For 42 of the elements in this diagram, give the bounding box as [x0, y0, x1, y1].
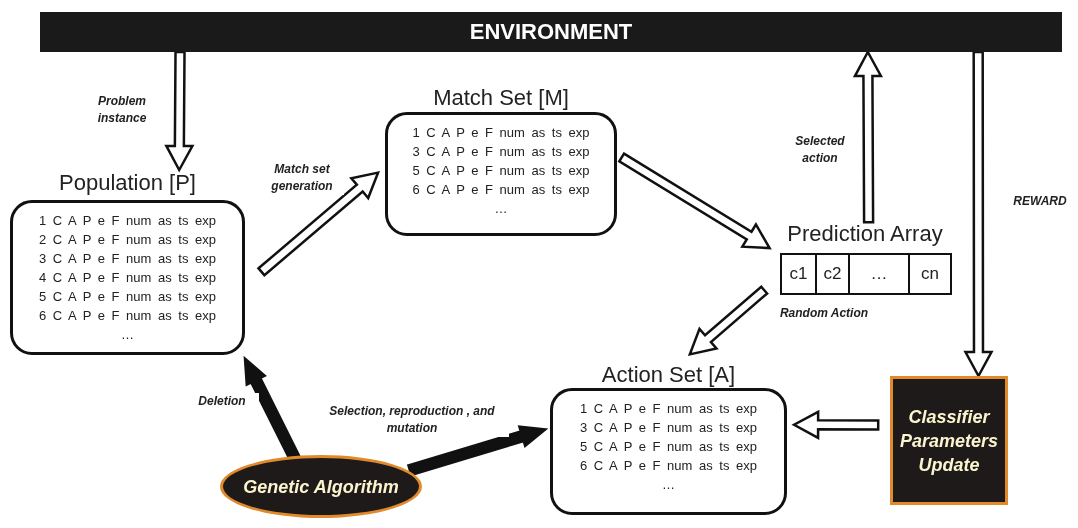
block-arrow	[963, 50, 994, 379]
table-row-text: 3 C A P e F num as ts exp	[579, 419, 758, 437]
table-row-text: 5 C A P e F num as ts exp	[579, 438, 758, 456]
table-row-text: 5 C A P e F num as ts exp	[412, 162, 590, 180]
array-cell	[815, 253, 850, 295]
cell-text: c2	[823, 264, 842, 284]
bar-title: ENVIRONMENT	[469, 19, 633, 45]
table-row-text: 6 C A P e F num as ts exp	[412, 181, 590, 199]
table-row-text: 3 C A P e F num as ts exp	[38, 250, 217, 268]
table-row-text: 1 C A P e F num as ts exp	[579, 400, 758, 418]
block-arrow	[852, 49, 884, 224]
table-row-text: …	[121, 326, 134, 344]
block-arrow	[164, 50, 195, 173]
block-arrow	[406, 425, 549, 477]
table-row-text: 6 C A P e F num as ts exp	[38, 307, 217, 325]
block-arrow	[687, 284, 769, 357]
table-row-text: …	[494, 200, 508, 218]
table-row-text: 1 C A P e F num as ts exp	[412, 124, 590, 142]
node-label: Genetic Algorithm	[242, 475, 400, 499]
cell-text: c1	[789, 264, 808, 284]
table-row-text: …	[662, 476, 675, 494]
environment-bar	[40, 12, 1062, 52]
table-row-text: 4 C A P e F num as ts exp	[38, 269, 217, 287]
block-arrow	[256, 170, 381, 277]
table-row-text: 6 C A P e F num as ts exp	[579, 457, 758, 475]
table-row-text: 3 C A P e F num as ts exp	[412, 143, 590, 161]
table-row-text: 5 C A P e F num as ts exp	[38, 288, 217, 306]
block-arrow	[791, 409, 880, 440]
process-box	[890, 376, 1008, 505]
cell-text: …	[870, 264, 888, 284]
table-row-text: 1 C A P e F num as ts exp	[38, 212, 217, 230]
set-heading: Action Set [A]	[601, 362, 736, 388]
array-cell	[908, 253, 952, 295]
cell-text: cn	[921, 264, 939, 284]
set-heading: Match Set [M]	[433, 85, 569, 111]
node-label: Classifier Parameters Update	[898, 405, 1000, 477]
table-row-text: 2 C A P e F num as ts exp	[38, 231, 217, 249]
array-heading: Prediction Array	[787, 221, 943, 247]
block-arrow	[617, 151, 772, 250]
array-cell	[780, 253, 817, 295]
set-heading: Population [P]	[59, 170, 196, 196]
array-cell	[848, 253, 910, 295]
